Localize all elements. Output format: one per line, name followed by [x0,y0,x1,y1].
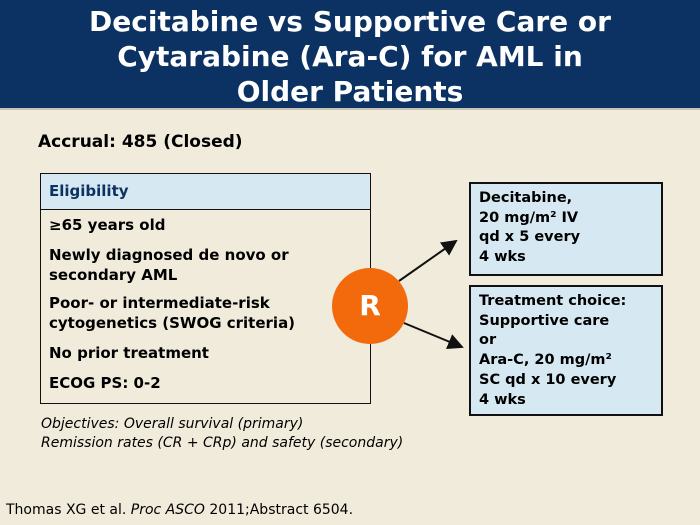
title-bar: Decitabine vs Supportive Care or Cytarab… [0,0,700,110]
citation-authors: Thomas XG et al. [6,502,131,518]
item-line: Poor- or intermediate-risk [49,294,270,312]
objective-line: Objectives: Overall survival (primary) [41,416,304,432]
eligibility-item: Poor- or intermediate-risk cytogenetics (… [49,293,295,333]
title-line: Older Patients [236,75,464,108]
arm-line: Ara-C, 20 mg/m² [479,352,612,369]
title-line: Decitabine vs Supportive Care or [89,5,611,38]
item-line: Newly diagnosed de novo or [49,246,289,264]
arm-line: 4 wks [479,249,526,266]
eligibility-item: No prior treatment [49,343,209,363]
arm-treatment-choice-box: Treatment choice: Supportive care or Ara… [469,285,663,416]
arm-line: Treatment choice: [479,293,627,309]
objectives: Objectives: Overall survival (primary) R… [41,415,403,453]
arm-line: 4 wks [479,391,526,408]
eligibility-box: Eligibility ≥65 years old Newly diagnose… [40,173,371,404]
item-line: cytogenetics (SWOG criteria) [49,314,296,332]
citation: Thomas XG et al. Proc ASCO 2011;Abstract… [6,502,353,518]
eligibility-item: ECOG PS: 0-2 [49,373,161,393]
eligibility-heading: Eligibility [41,174,370,210]
randomization-circle: R [332,268,408,344]
title-line: Cytarabine (Ara-C) for AML in [117,40,583,73]
item-line: No prior treatment [49,344,209,362]
arrow-to-treatment-choice [403,322,464,350]
accrual-label: Accrual: 485 (Closed) [38,132,243,152]
slide-title: Decitabine vs Supportive Care or Cytarab… [0,4,700,109]
arm-line: or [479,332,497,349]
eligibility-item: ≥65 years old [49,215,165,235]
arm-line: SC qd x 10 every [479,371,617,388]
objective-line: Remission rates (CR + CRp) and safety (s… [41,435,404,451]
arm-line: Decitabine, [479,190,573,206]
arm-line: Supportive care [479,312,610,329]
arm-decitabine-box: Decitabine, 20 mg/m² IV qd x 5 every 4 w… [469,182,663,276]
arm-line: qd x 5 every [479,229,581,246]
item-line: ≥65 years old [49,216,166,234]
item-line: secondary AML [49,266,178,284]
citation-details: 2011;Abstract 6504. [204,502,354,518]
arm-line: 20 mg/m² IV [479,209,579,226]
arrow-to-decitabine [398,239,458,282]
citation-journal: Proc ASCO [130,502,205,518]
eligibility-item: Newly diagnosed de novo or secondary AML [49,245,289,285]
item-line: ECOG PS: 0-2 [49,374,161,392]
